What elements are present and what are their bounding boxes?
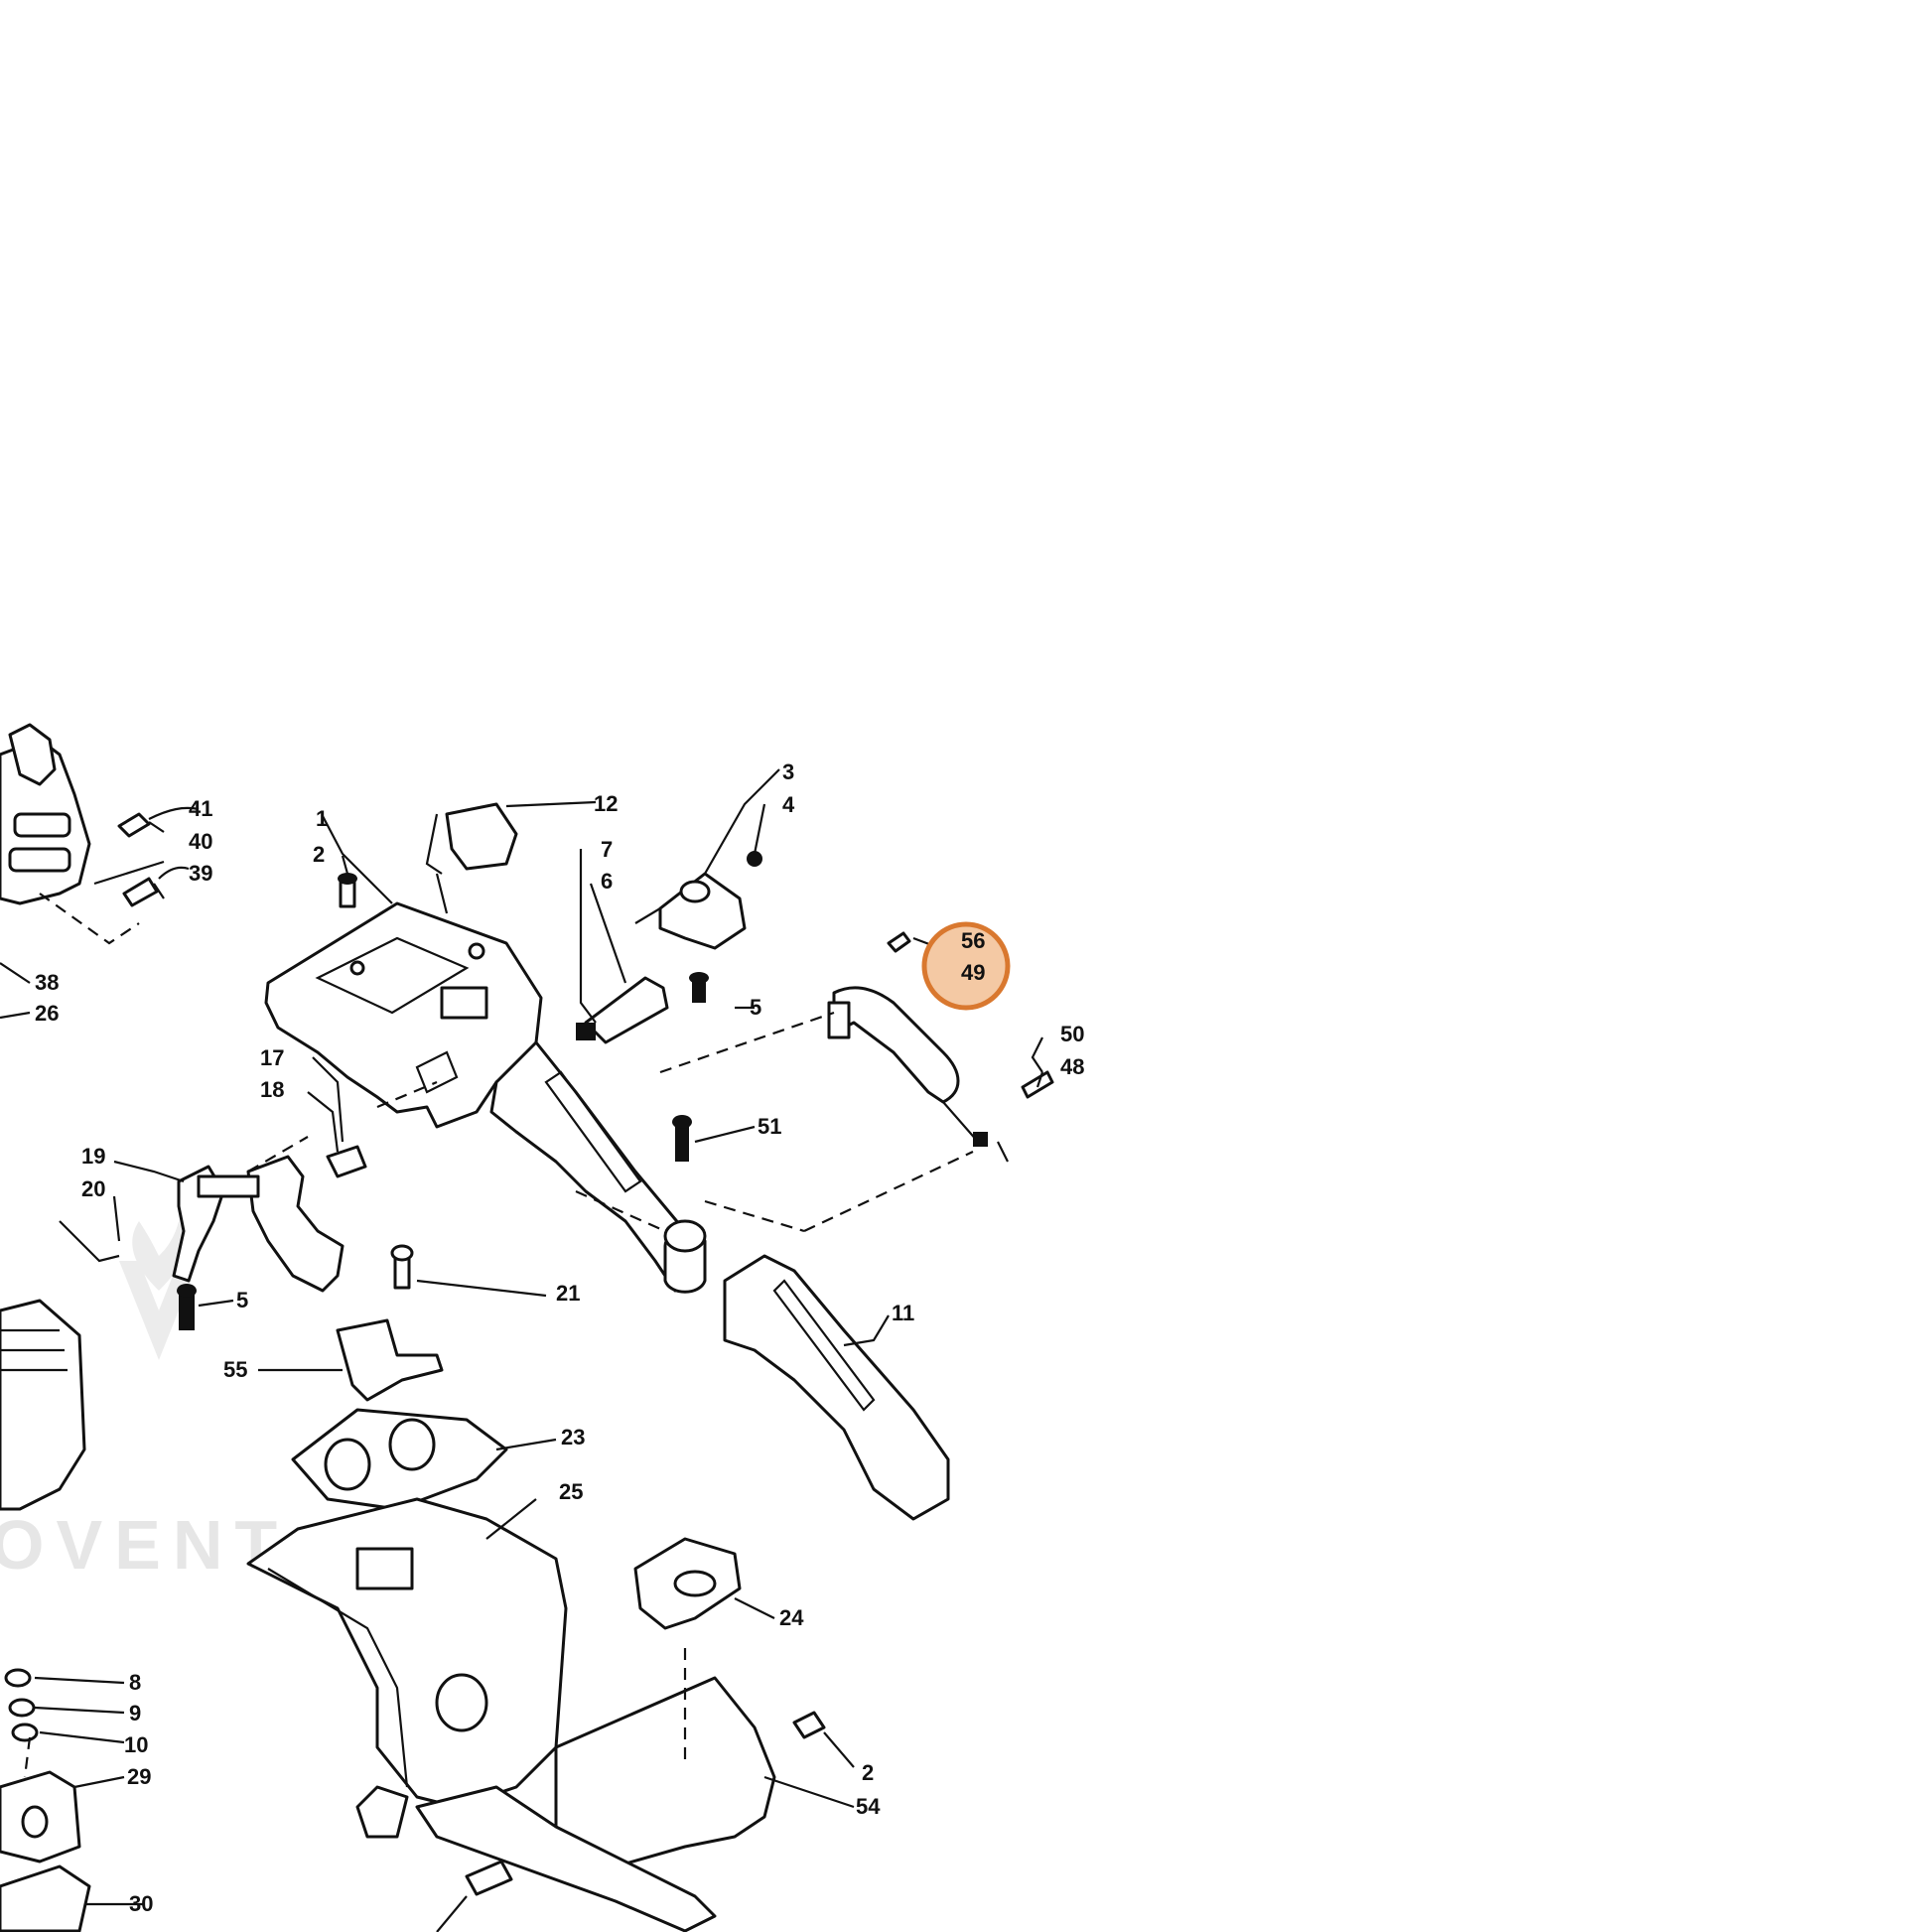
- callout-25: 25: [559, 1479, 583, 1504]
- part-5-bolt-lower: [177, 1284, 197, 1330]
- part-51-bolt: [672, 1115, 692, 1162]
- leader-lines: [0, 768, 1044, 1906]
- watermark: OVENT: [0, 1221, 289, 1584]
- part-4-bolt: [747, 851, 762, 867]
- callout-38: 38: [35, 970, 59, 995]
- part-3-bracket: [634, 872, 747, 950]
- part-29-mount: [0, 1770, 81, 1863]
- callout-48: 48: [1060, 1054, 1084, 1079]
- callout-9: 9: [129, 1701, 141, 1725]
- callout-labels: 1 2 3 4 5 5 6 7 8 9 10 11 12 17 18 19 20…: [35, 759, 1084, 1916]
- callout-51: 51: [758, 1114, 781, 1139]
- part-30-base: [0, 1864, 91, 1932]
- callout-30: 30: [129, 1891, 153, 1916]
- callout-7: 7: [601, 837, 613, 862]
- callout-8: 8: [129, 1670, 141, 1695]
- callout-5-upper: 5: [750, 995, 761, 1020]
- callout-12: 12: [594, 791, 618, 816]
- callout-2-lower: 2: [862, 1760, 874, 1785]
- part-1-arm: [489, 1040, 707, 1294]
- part-54-base: [415, 1676, 776, 1932]
- part-1-top-housing: [264, 901, 543, 1129]
- part-bolt-bottom: [436, 1860, 513, 1932]
- part-12-module: [425, 802, 518, 914]
- callout-56[interactable]: 56: [961, 928, 985, 953]
- part-39-bolt: [122, 866, 190, 907]
- callout-55: 55: [223, 1357, 247, 1382]
- callout-2-top: 2: [313, 842, 325, 867]
- callout-24: 24: [779, 1605, 804, 1630]
- part-21-bolt: [390, 1244, 414, 1290]
- callout-40: 40: [189, 829, 212, 854]
- callout-50: 50: [1060, 1022, 1084, 1046]
- callout-20: 20: [81, 1176, 105, 1201]
- callout-10: 10: [124, 1732, 148, 1757]
- callout-29: 29: [127, 1764, 151, 1789]
- part-56-pin: [887, 931, 911, 953]
- callout-6: 6: [601, 869, 613, 894]
- part-19-trigger-assembly: [59, 1155, 345, 1293]
- callout-5-lower: 5: [236, 1288, 248, 1312]
- part-11-cover: [723, 1254, 950, 1521]
- part-18-clip: [326, 1145, 367, 1178]
- callout-17: 17: [260, 1045, 284, 1070]
- callout-1: 1: [316, 806, 328, 831]
- part-55-bracket: [336, 1318, 444, 1402]
- callout-19: 19: [81, 1144, 105, 1169]
- part-24-bushing: [633, 1537, 742, 1630]
- part-41-bolt: [117, 806, 200, 838]
- highlight-circle[interactable]: [921, 921, 1011, 1011]
- part-23-mount: [291, 1408, 508, 1511]
- callout-11: 11: [892, 1301, 914, 1325]
- callout-3: 3: [782, 759, 794, 784]
- callout-41: 41: [189, 796, 212, 821]
- callout-18: 18: [260, 1077, 284, 1102]
- part-engine-left: [0, 1299, 86, 1511]
- part-2-bolt-lower: [792, 1711, 826, 1739]
- callout-49[interactable]: 49: [961, 960, 985, 985]
- callout-26: 26: [35, 1001, 59, 1026]
- part-40-housing: [0, 723, 91, 905]
- callout-4: 4: [782, 792, 795, 817]
- part-49-handle: [827, 986, 960, 1104]
- watermark-text: OVENT: [0, 1506, 289, 1584]
- callout-21: 21: [556, 1281, 580, 1306]
- part-25-frame: [246, 1497, 568, 1839]
- part-50-48-spring: [942, 1070, 1054, 1163]
- part-8-9-10-washers: [4, 1668, 39, 1742]
- part-5-bolt-upper: [689, 972, 709, 1003]
- part-6-pin: [576, 976, 669, 1044]
- callout-54: 54: [856, 1794, 881, 1819]
- part-2-bolt-top: [338, 873, 357, 908]
- callout-39: 39: [189, 861, 212, 886]
- callout-23: 23: [561, 1425, 585, 1449]
